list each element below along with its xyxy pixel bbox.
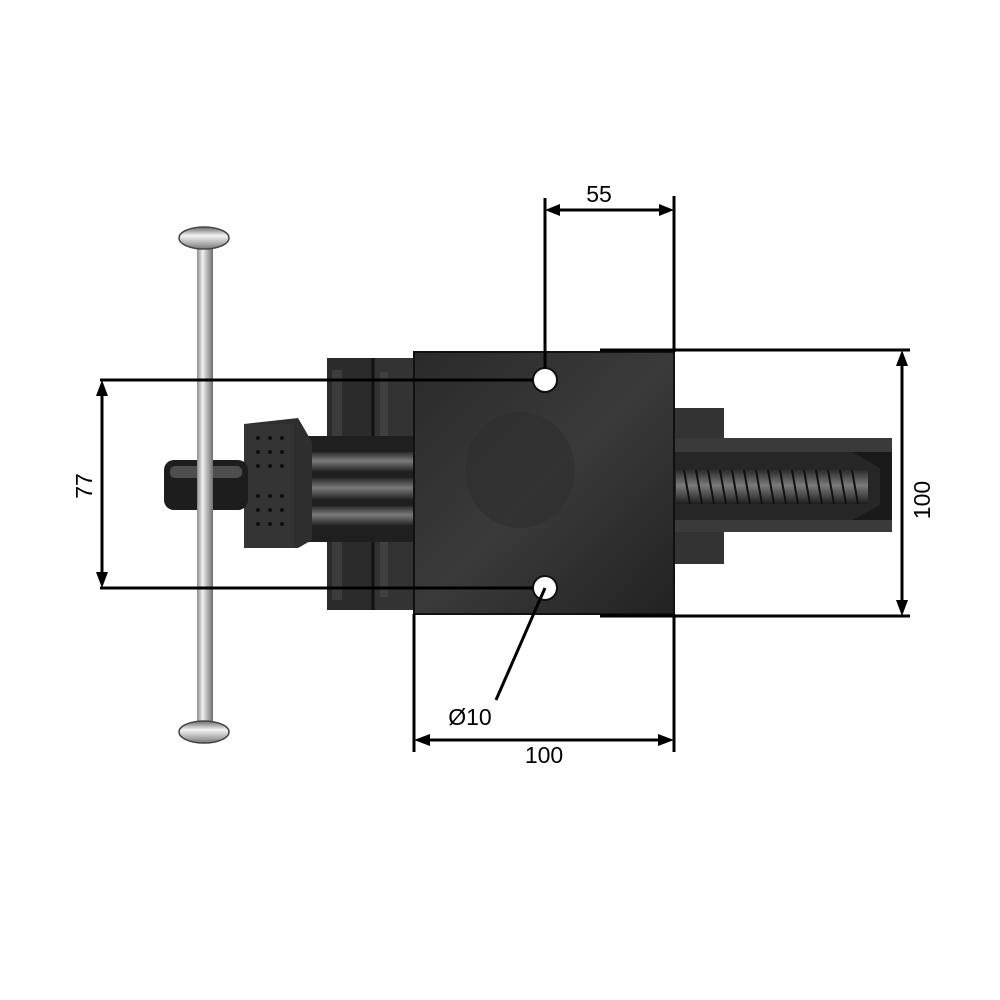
dim-label-diameter: Ø10 (448, 704, 491, 730)
t-handle (178, 226, 230, 744)
dimension-100-vertical: 100 (600, 348, 935, 618)
dimension-77: 77 (71, 378, 533, 590)
guide-rods (292, 436, 416, 542)
base-plate (413, 351, 675, 615)
movable-jaw (244, 418, 312, 548)
dim-label-55: 55 (586, 181, 612, 207)
mounting-hole-top (532, 367, 558, 393)
dimension-100-horizontal: 100 (412, 614, 676, 768)
dim-label-100-horizontal: 100 (525, 742, 563, 768)
dimension-hole-diameter: Ø10 (448, 587, 547, 730)
dim-label-77: 77 (71, 473, 97, 499)
dimension-55: 55 (543, 181, 676, 368)
dim-label-100-vertical: 100 (909, 481, 935, 519)
lead-screw (676, 469, 868, 505)
